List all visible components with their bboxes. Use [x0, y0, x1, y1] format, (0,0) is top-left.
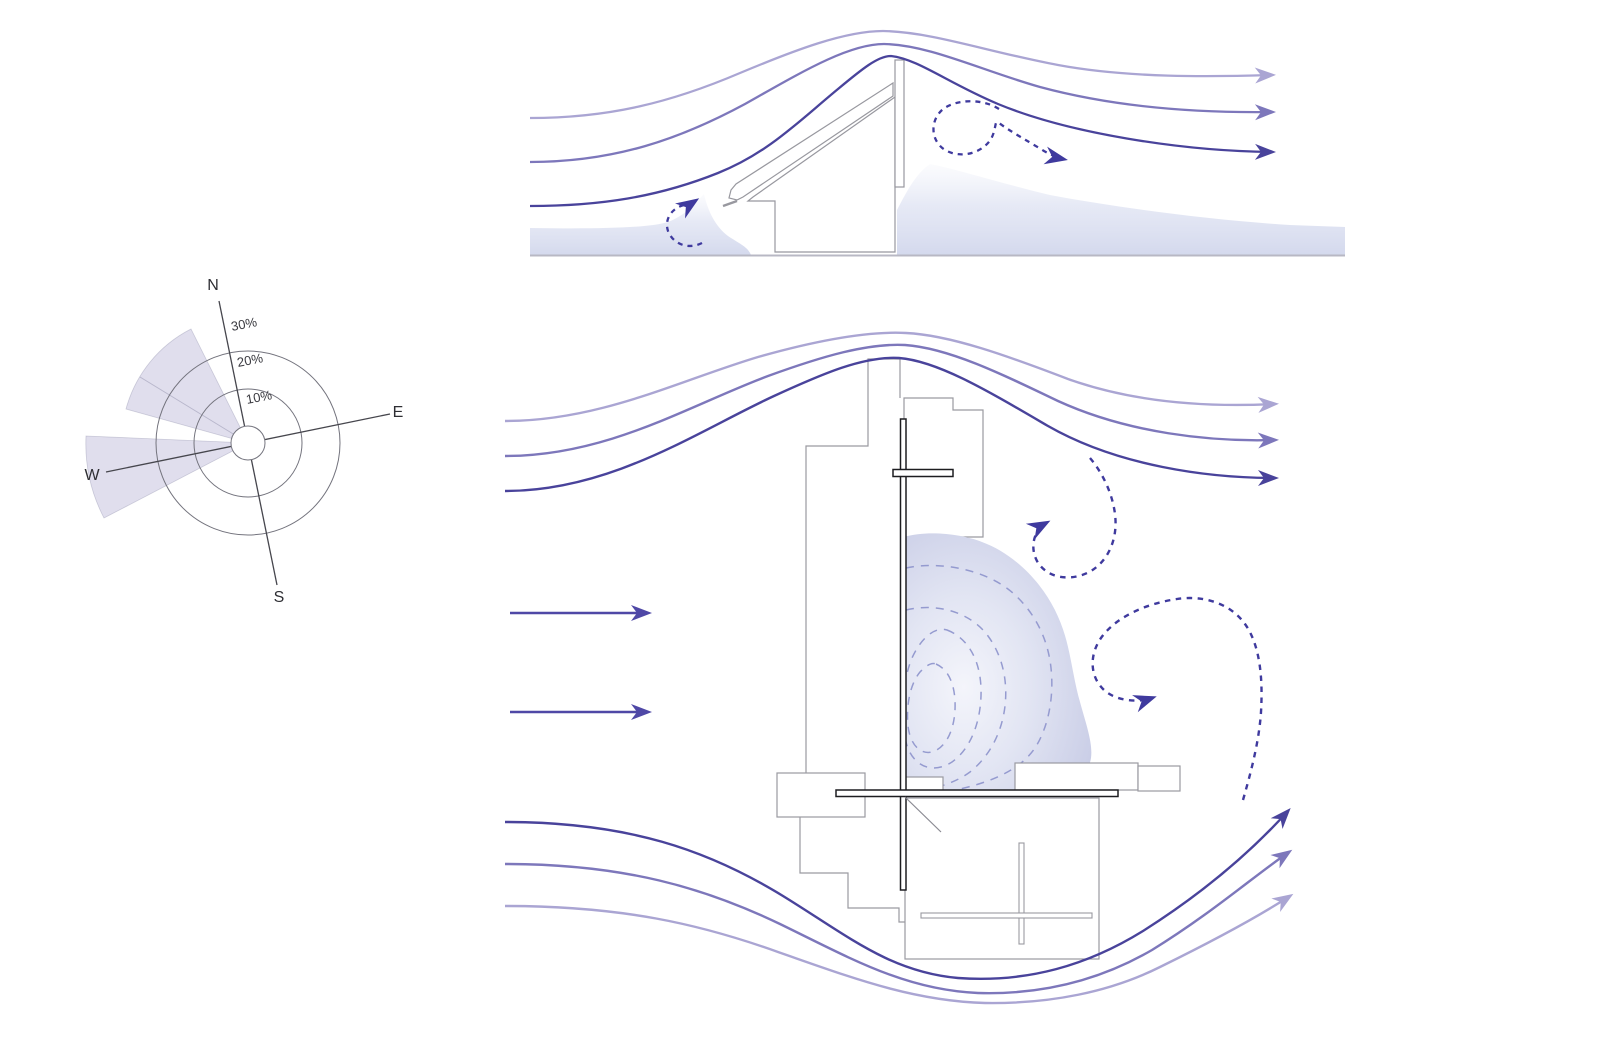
plan-upper-right-block	[903, 397, 984, 538]
plan-steps-outline	[799, 817, 905, 923]
petal-divider-line	[139, 376, 249, 444]
lower-recirculation-arrow	[1091, 596, 1263, 801]
wind-rose-rings	[155, 350, 341, 536]
plan-diagonal-line	[904, 796, 942, 833]
plan-right-block-small	[1137, 765, 1181, 792]
plan-inflow-arrows	[510, 605, 652, 720]
heavy-wall-vertical	[899, 418, 907, 891]
leeward-wind-shadow	[897, 164, 1345, 255]
compass-label-east: E	[393, 404, 404, 421]
plan-slab-outline	[805, 358, 901, 773]
streamline-section-dark	[529, 54, 1276, 208]
section-building	[722, 59, 905, 253]
compass-label-west: W	[84, 467, 100, 484]
ring-20pct	[155, 350, 341, 536]
plan-right-block-large	[1014, 762, 1139, 791]
contour-line-inner	[906, 662, 956, 754]
plan-building-outline	[799, 358, 905, 923]
contour-line-outer	[905, 564, 1053, 793]
ring-label-20pct: 20%	[236, 350, 265, 370]
thin-cross-horizontal	[920, 912, 1093, 919]
windward-ground-shadow	[530, 194, 751, 255]
plan-heavy-walls	[835, 418, 1119, 891]
leeward-eddy-arrow	[932, 100, 1068, 165]
section-diagram	[529, 29, 1345, 257]
streamline-plan-upper-light	[504, 331, 1279, 423]
streamline-plan-upper-dark	[504, 356, 1279, 493]
streamline-plan-lower-medium	[504, 849, 1293, 995]
wind-shadow-zone	[904, 533, 1092, 790]
wind-rose-hub	[230, 425, 266, 461]
section-streamlines	[529, 29, 1276, 208]
ring-10pct	[193, 388, 303, 498]
streamline-section-medium	[529, 42, 1276, 164]
plan-small-block	[903, 776, 944, 792]
section-roof-gutter	[722, 199, 738, 208]
plan-thin-cross	[920, 842, 1093, 945]
compass-label-north: N	[207, 277, 219, 294]
contour-line-3	[901, 628, 982, 769]
windward-eddy-arrow	[665, 198, 703, 248]
section-building-body	[746, 95, 896, 253]
section-eddies	[665, 100, 1068, 248]
wind-rose: N E S W 30% 20% 10%	[84, 277, 403, 606]
ring-label-30pct: 30%	[230, 314, 259, 334]
heavy-wall-top-horizontal	[892, 468, 954, 478]
petal-nnw	[125, 328, 249, 444]
wind-rose-petals	[85, 328, 250, 519]
heavy-wall-main-horizontal	[835, 789, 1119, 798]
plan-lower-streamlines	[504, 808, 1294, 1005]
section-building-parapet	[894, 59, 905, 188]
wind-shadow-contours	[901, 564, 1053, 793]
plan-recirculation	[1025, 457, 1263, 801]
streamline-section-light	[529, 29, 1276, 120]
section-building-roof	[728, 81, 894, 201]
streamline-plan-lower-light	[504, 893, 1294, 1005]
upper-recirculation-arrow	[1025, 457, 1117, 579]
compass-label-south: S	[274, 589, 285, 606]
thin-cross-vertical	[1018, 842, 1025, 945]
streamline-plan-upper-medium	[504, 343, 1279, 458]
plan-lower-big-block	[904, 797, 1100, 960]
contour-line-2	[905, 606, 1007, 791]
plan-upper-streamlines	[504, 331, 1279, 493]
streamline-plan-lower-dark	[504, 808, 1291, 980]
plan-diagram	[504, 331, 1294, 1005]
ring-label-10pct: 10%	[245, 387, 274, 407]
petal-w	[85, 435, 250, 519]
